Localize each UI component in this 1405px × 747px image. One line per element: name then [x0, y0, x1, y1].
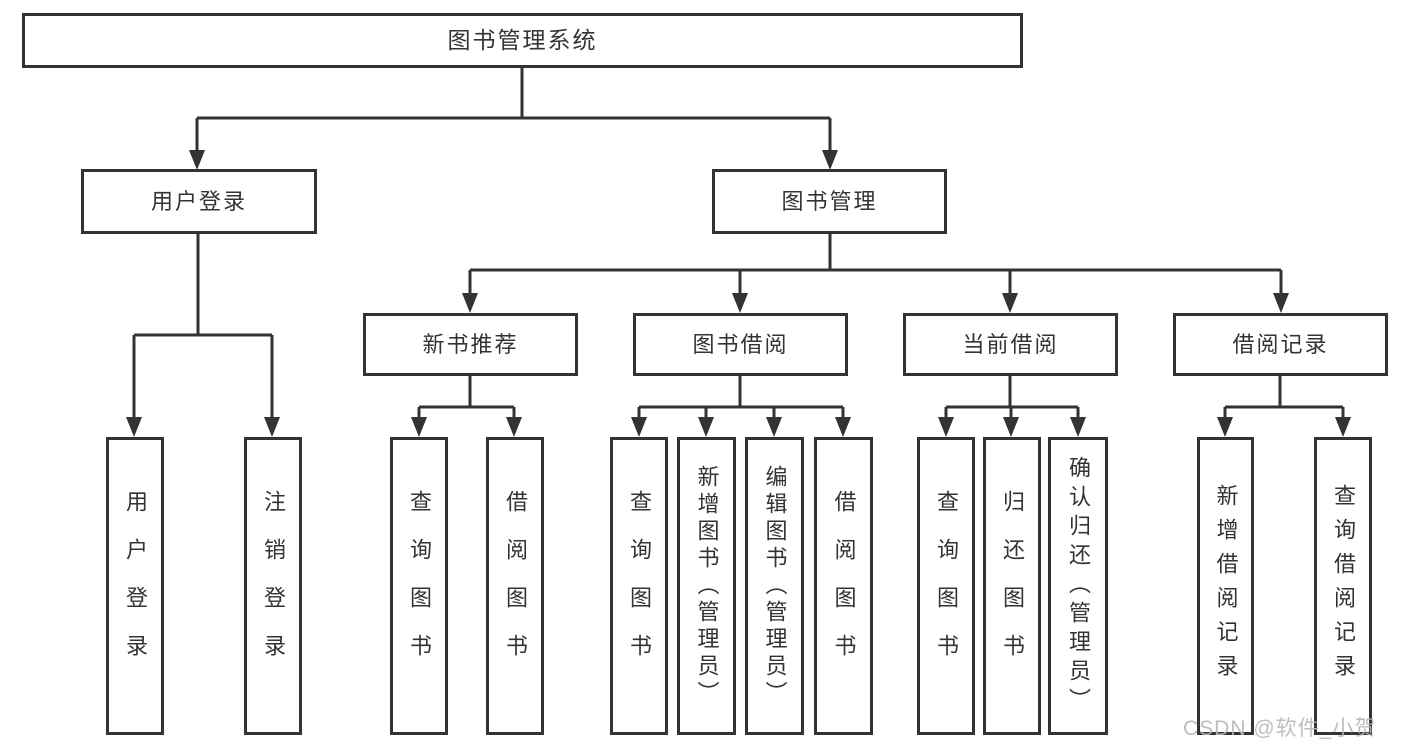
leaf-add-borrow-record: 新增借阅记录	[1197, 437, 1254, 735]
leaf-edit-book-admin: 编辑图书（管理员）	[745, 437, 804, 735]
leaf-borrow-books-recommend: 借阅图书	[486, 437, 544, 735]
node-user-login: 用户登录	[81, 169, 317, 234]
node-book-management: 图书管理	[712, 169, 947, 234]
leaf-user-login: 用户登录	[106, 437, 164, 735]
leaf-logout: 注销登录	[244, 437, 302, 735]
leaf-query-books-current: 查询图书	[917, 437, 975, 735]
node-new-book-recommend: 新书推荐	[363, 313, 578, 376]
leaf-borrow-books: 借阅图书	[814, 437, 873, 735]
leaf-add-book-admin: 新增图书（管理员）	[677, 437, 736, 735]
leaf-return-book: 归还图书	[983, 437, 1041, 735]
node-book-borrowing: 图书借阅	[633, 313, 848, 376]
leaf-query-books-recommend: 查询图书	[390, 437, 448, 735]
node-borrowing-records: 借阅记录	[1173, 313, 1388, 376]
node-current-borrowing: 当前借阅	[903, 313, 1118, 376]
watermark-text: CSDN @软件_小贺同学	[1183, 717, 1377, 740]
leaf-query-borrow-record: 查询借阅记录	[1314, 437, 1372, 735]
leaf-query-books-borrowing: 查询图书	[610, 437, 668, 735]
node-library-system: 图书管理系统	[22, 13, 1023, 68]
leaf-confirm-return-admin: 确认归还（管理员）	[1048, 437, 1108, 735]
